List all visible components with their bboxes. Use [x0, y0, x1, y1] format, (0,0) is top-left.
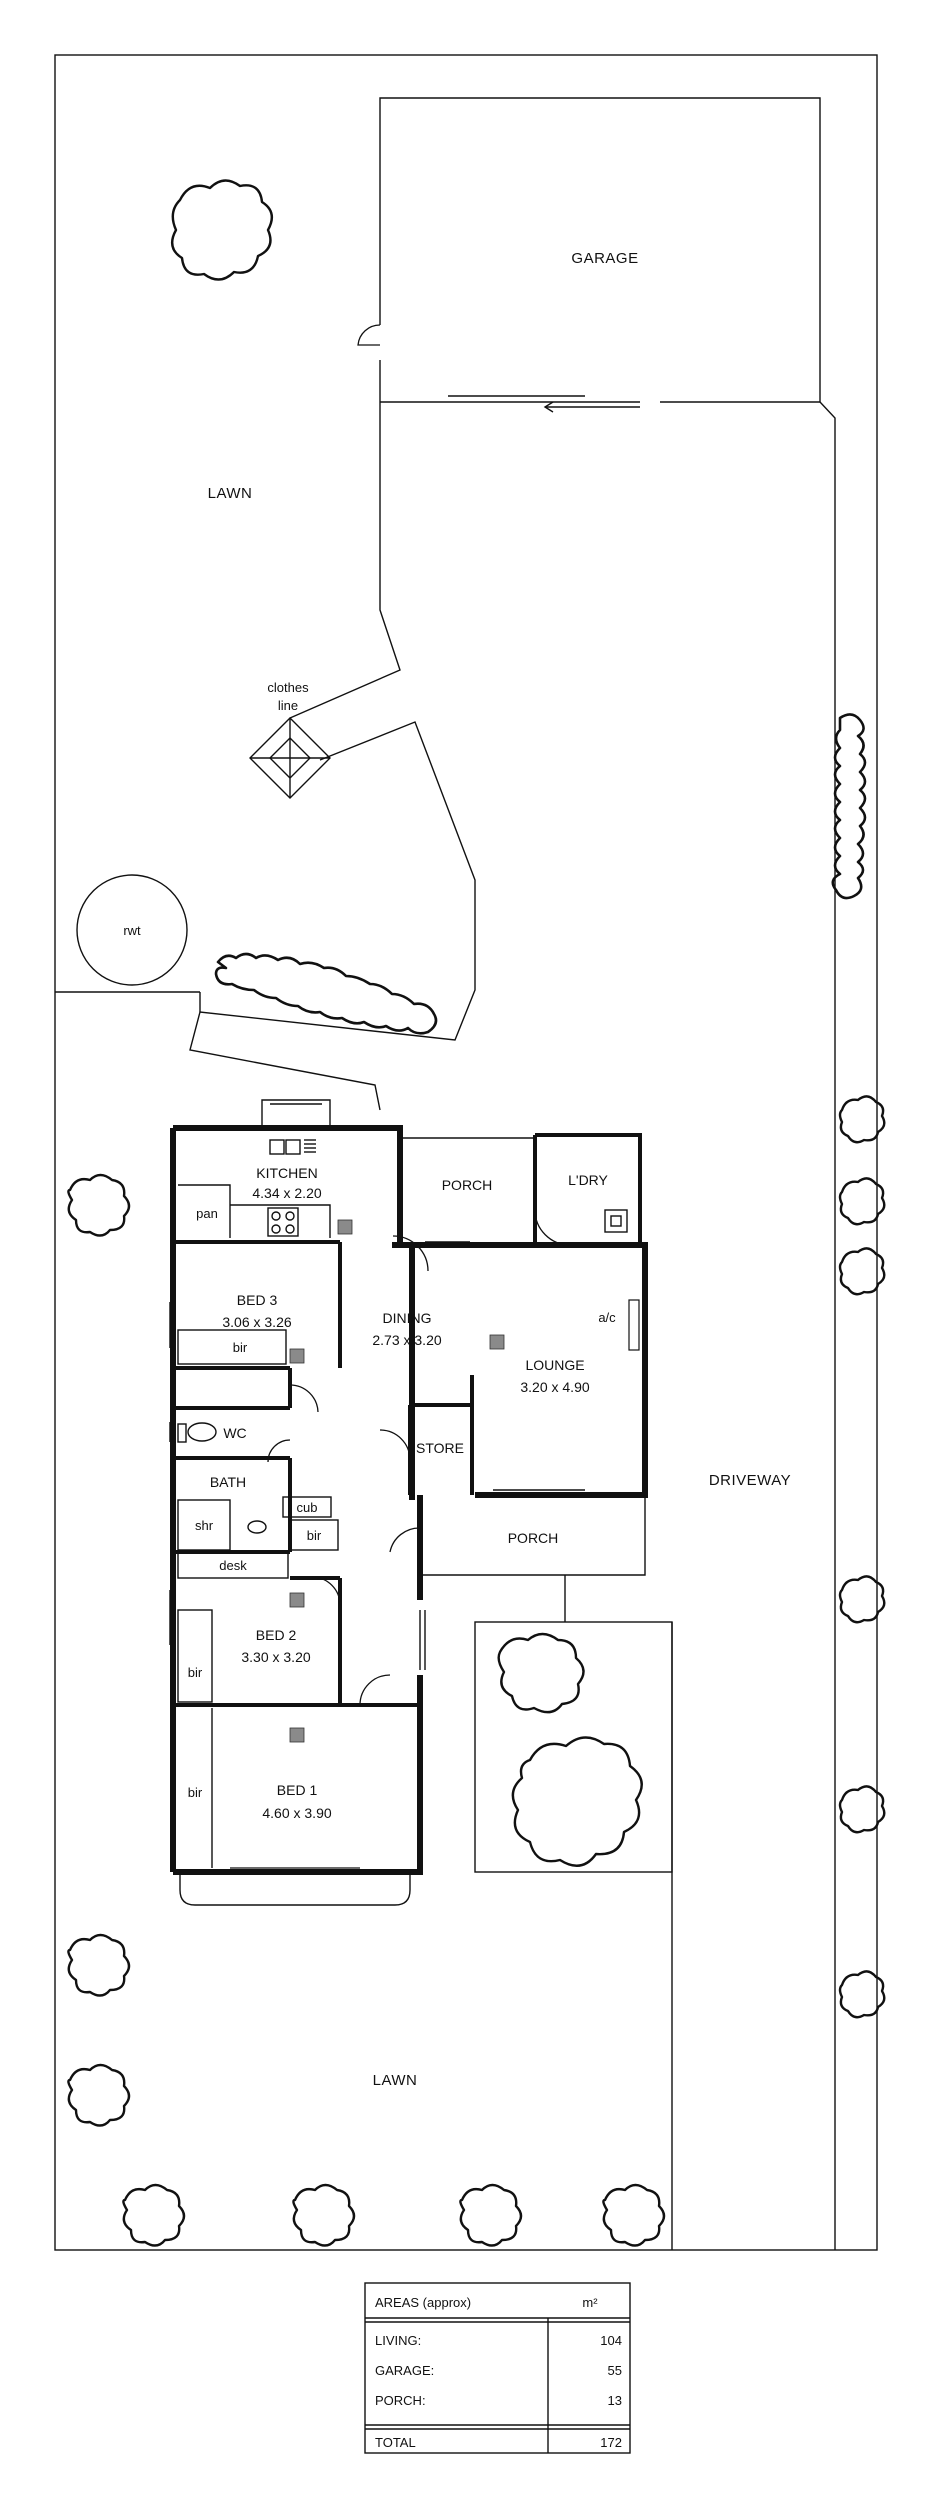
ac-label: a/c — [598, 1310, 616, 1325]
driveway-label: DRIVEWAY — [709, 1472, 791, 1489]
garage: GARAGE — [357, 97, 821, 413]
garage-label: GARAGE — [571, 250, 638, 267]
clothes-line-label-2: line — [278, 698, 298, 713]
bir-hall-label: bir — [307, 1528, 322, 1543]
areas-unit: m² — [582, 2295, 598, 2310]
areas-row-value: 104 — [600, 2333, 622, 2348]
trees — [67, 179, 886, 2247]
back-lawn-paths — [55, 402, 476, 1111]
bath-label: BATH — [210, 1474, 246, 1490]
areas-table: AREAS (approx) m² LIVING: 104 GARAGE: 55… — [364, 2282, 631, 2454]
areas-row-value: 55 — [608, 2363, 622, 2378]
side-hedge — [831, 713, 867, 900]
front-garden-bed — [474, 1621, 673, 1873]
bed1-dim: 4.60 x 3.90 — [262, 1805, 331, 1821]
areas-total-label: TOTAL — [375, 2435, 416, 2450]
lounge-label: LOUNGE — [525, 1357, 584, 1373]
house — [169, 1099, 648, 1906]
bed2-label: BED 2 — [256, 1627, 297, 1643]
lounge-dim: 3.20 x 4.90 — [520, 1379, 589, 1395]
bed2-dim: 3.30 x 3.20 — [241, 1649, 310, 1665]
kitchen-dim: 4.34 x 2.20 — [252, 1185, 321, 1201]
lawn-front-label: LAWN — [373, 2072, 418, 2089]
dining-dim: 2.73 x 3.20 — [372, 1332, 441, 1348]
areas-row-label: GARAGE: — [375, 2363, 434, 2378]
bir-bed1-label: bir — [188, 1785, 203, 1800]
bir-bed2-label: bir — [188, 1665, 203, 1680]
desk-label: desk — [219, 1558, 247, 1573]
areas-total-value: 172 — [600, 2435, 622, 2450]
garage-side-path — [819, 401, 836, 2250]
kitchen-label: KITCHEN — [256, 1165, 317, 1181]
cub-label: cub — [297, 1500, 318, 1515]
dining-label: DINING — [383, 1310, 432, 1326]
areas-row-label: LIVING: — [375, 2333, 421, 2348]
bed1-label: BED 1 — [277, 1782, 318, 1798]
bir-bed3-label: bir — [233, 1340, 248, 1355]
store-label: STORE — [416, 1440, 464, 1456]
back-hedge — [214, 952, 438, 1035]
rainwater-tank: rwt — [76, 874, 188, 986]
property-boundary — [54, 54, 878, 2251]
bed3-dim: 3.06 x 3.26 — [222, 1314, 291, 1330]
wc-label: WC — [223, 1425, 246, 1441]
areas-title: AREAS (approx) — [375, 2295, 471, 2310]
lawn-back-label: LAWN — [208, 485, 253, 502]
rwt-label: rwt — [123, 923, 141, 938]
clothes-line: clothes line — [249, 680, 331, 799]
clothes-line-label-1: clothes — [267, 680, 309, 695]
areas-row-label: PORCH: — [375, 2393, 426, 2408]
porch-rear-label: PORCH — [442, 1177, 493, 1193]
pan-label: pan — [196, 1206, 218, 1221]
bed3-label: BED 3 — [237, 1292, 278, 1308]
areas-row-value: 13 — [608, 2393, 622, 2408]
laundry-label: L'DRY — [568, 1172, 608, 1188]
porch-front-label: PORCH — [508, 1530, 559, 1546]
shr-label: shr — [195, 1518, 214, 1533]
